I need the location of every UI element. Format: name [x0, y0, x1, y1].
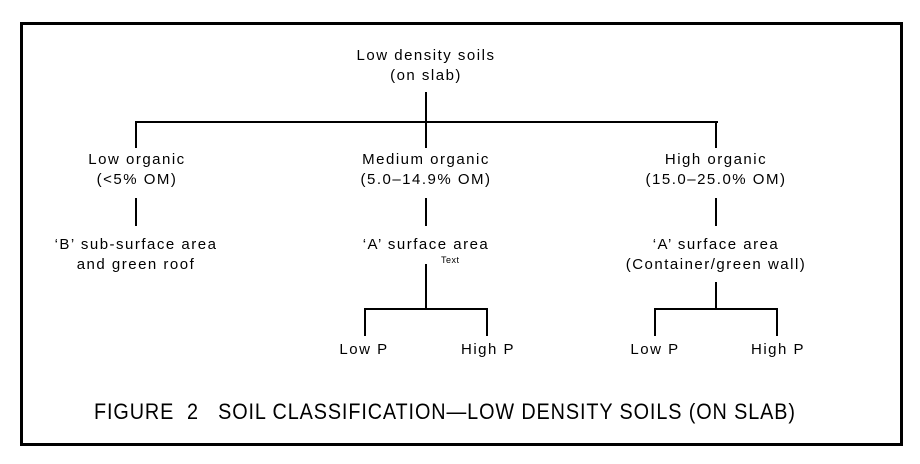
- root-node: Low density soils (on slab): [357, 46, 496, 86]
- node-b-line2: and green roof: [76, 256, 196, 273]
- branch-drop-line-left: [135, 121, 137, 148]
- branch-low-range: (<5% OM): [96, 171, 178, 188]
- figure-caption: FIGURE 2 SOIL CLASSIFICATION—LOW DENSITY…: [20, 399, 870, 425]
- leaf-branch-line-middle: [364, 308, 488, 310]
- branch-title-low-organic: Low organic (<5% OM): [88, 150, 185, 190]
- branch-drop-line-right: [715, 121, 717, 148]
- leaf-drop-line-right-low: [654, 308, 656, 336]
- leaf-drop-line-mid-high: [486, 308, 488, 336]
- branch-high-range: (15.0–25.0% OM): [645, 171, 787, 188]
- root-connector-line: [425, 92, 427, 122]
- leaf-label-mid-high-p: High P: [460, 341, 516, 358]
- branch-medium-range: (5.0–14.9% OM): [360, 171, 492, 188]
- node-a-middle-line1: ‘A’ surface area: [362, 236, 490, 253]
- node-a-right-line2: (Container/green wall): [625, 256, 807, 273]
- leaf-connector-line-middle: [425, 264, 427, 309]
- node-b-line1: ‘B’ sub-surface area: [54, 236, 218, 253]
- node-b-subsurface: ‘B’ sub-surface area and green roof: [55, 235, 218, 275]
- branch-low-title: Low organic: [88, 151, 186, 168]
- node-connector-line-right: [715, 198, 717, 226]
- node-a-surface-middle: ‘A’ surface area: [363, 235, 490, 255]
- node-a-right-line1: ‘A’ surface area: [652, 236, 780, 253]
- node-note-text: Text: [441, 255, 460, 265]
- branch-drop-line-middle: [425, 121, 427, 148]
- branch-title-high-organic: High organic (15.0–25.0% OM): [646, 150, 787, 190]
- root-node-line2: (on slab): [390, 67, 462, 84]
- node-connector-line-middle: [425, 198, 427, 226]
- leaf-branch-line-right: [654, 308, 778, 310]
- node-connector-line-left: [135, 198, 137, 226]
- node-a-surface-right: ‘A’ surface area (Container/green wall): [626, 235, 807, 275]
- leaf-connector-line-right: [715, 282, 717, 309]
- branch-high-title: High organic: [664, 151, 768, 168]
- leaf-drop-line-right-high: [776, 308, 778, 336]
- leaf-drop-line-mid-low: [364, 308, 366, 336]
- root-node-line1: Low density soils: [356, 47, 496, 64]
- figure-caption-text: FIGURE 2 SOIL CLASSIFICATION—LOW DENSITY…: [94, 399, 796, 424]
- branch-title-medium-organic: Medium organic (5.0–14.9% OM): [360, 150, 491, 190]
- figure-border: [20, 22, 903, 446]
- branch-medium-title: Medium organic: [362, 151, 490, 168]
- leaf-label-right-high-p: High P: [750, 341, 806, 358]
- leaf-label-right-low-p: Low P: [630, 341, 680, 358]
- leaf-label-mid-low-p: Low P: [339, 341, 389, 358]
